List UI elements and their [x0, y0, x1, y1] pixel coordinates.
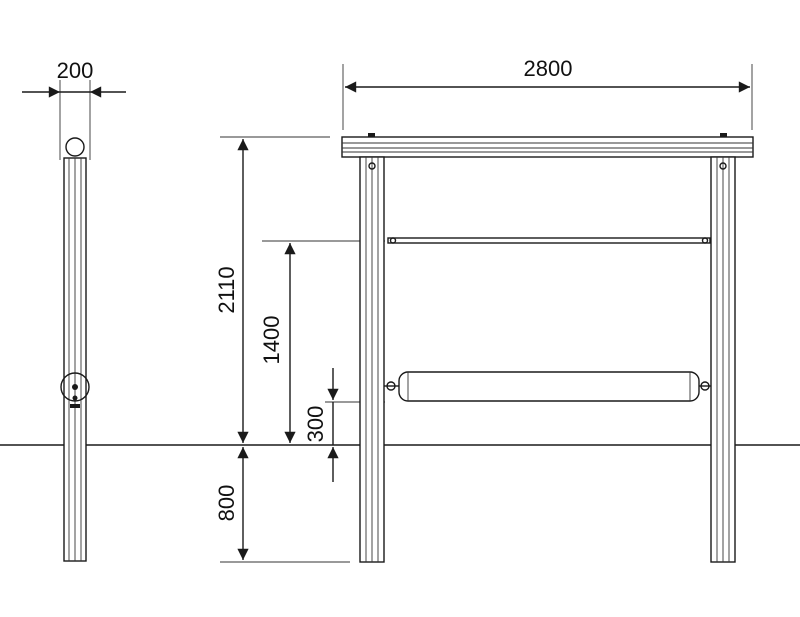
side-view: 200 [22, 58, 126, 562]
roller-height-label: 300 [303, 406, 328, 443]
side-tube-end [65, 137, 85, 157]
top-beam [341, 136, 754, 158]
horizontal-bar [387, 237, 711, 244]
roller [398, 371, 700, 402]
post-depth-label: 800 [214, 485, 239, 522]
bar-height-label: 1400 [259, 316, 284, 365]
total-height-label: 2110 [214, 266, 239, 313]
height-dimensions: 2110 1400 300 800 [214, 136, 385, 563]
front-width-label: 2800 [524, 56, 573, 81]
side-width-label: 200 [57, 58, 94, 83]
front-view: 2800 [341, 56, 754, 563]
side-roller-end [60, 372, 90, 402]
